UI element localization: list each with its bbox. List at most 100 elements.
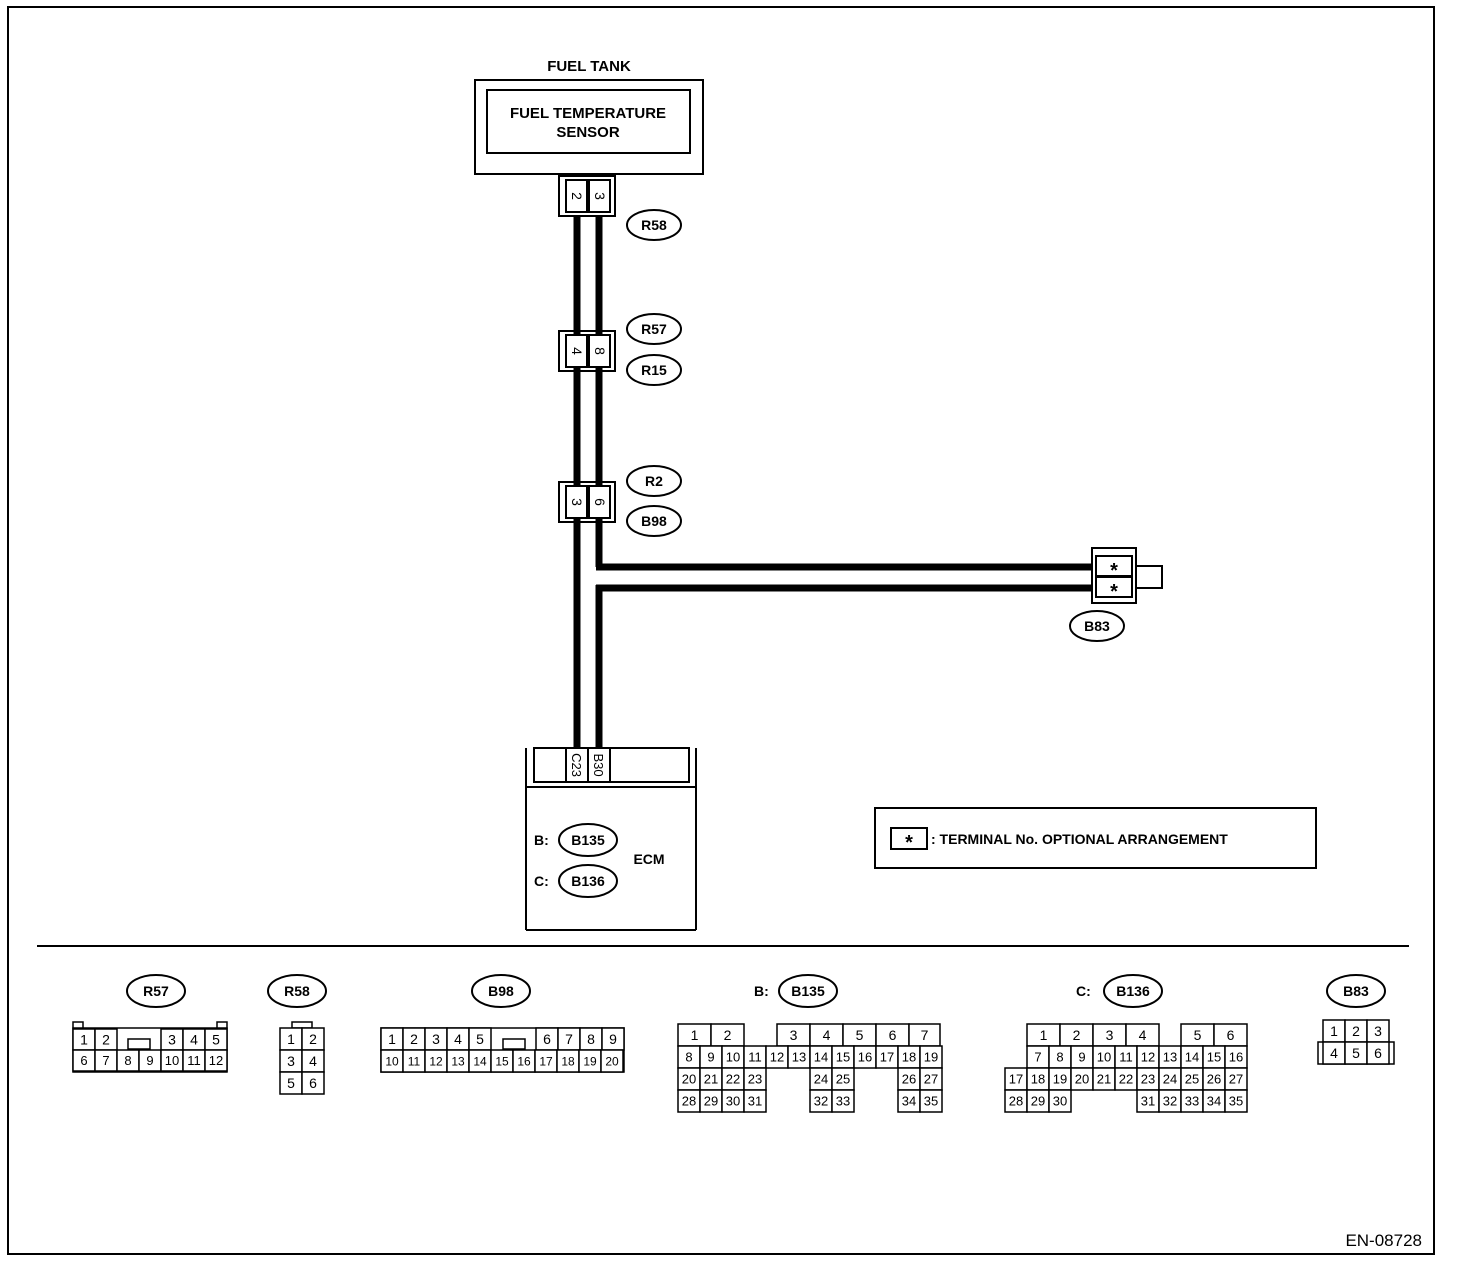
b98-cell [600, 1049, 624, 1073]
b136-view-prefix: C: [1076, 983, 1091, 999]
r2-tag [626, 465, 682, 497]
b136-pin-label: 31 [1141, 1094, 1155, 1109]
b83-view-title: B83 [1343, 983, 1369, 999]
b98-pin-label: 9 [609, 1031, 617, 1047]
b135-pin-label: 4 [823, 1027, 831, 1043]
b135-pin-label: 14 [814, 1050, 828, 1065]
connector-r2-b98: 3 6 [558, 481, 616, 523]
b135-pin-label: 13 [792, 1050, 806, 1065]
b135-pin-label: 15 [836, 1050, 850, 1065]
b136-pin-label: 29 [1031, 1094, 1045, 1109]
b135-view-title: B135 [791, 983, 825, 999]
connector-r57-r15: 4 8 [558, 330, 616, 372]
r2-tag-label: R2 [645, 473, 663, 489]
b83-pin-label: 6 [1374, 1045, 1382, 1061]
r57-pin-label: 5 [212, 1032, 220, 1048]
b83-pin-label: 1 [1330, 1023, 1338, 1039]
b98-key [502, 1038, 526, 1050]
b98-pin-label: 1 [388, 1031, 396, 1047]
ecm-block: C23 B30 [525, 747, 697, 931]
b98-pin-label: 13 [451, 1054, 465, 1068]
r58-pin-label: 4 [309, 1053, 317, 1069]
b135-cell [831, 1089, 855, 1113]
r57-view-title: R57 [143, 983, 169, 999]
b136-tag-label: B136 [571, 873, 605, 889]
connector-r58: 2 3 [558, 175, 616, 217]
b98-pin-label: 19 [583, 1054, 597, 1068]
r58-cell [301, 1071, 325, 1095]
b98-pin-label: 16 [517, 1054, 531, 1068]
r57-tag [626, 313, 682, 345]
r58-pin-3: 3 [592, 192, 608, 200]
b135-pin-label: 21 [704, 1072, 718, 1087]
r58-pin-2: 2 [569, 192, 585, 200]
b83-cell [1366, 1041, 1390, 1065]
b136-pin-label: 27 [1229, 1072, 1243, 1087]
b136-pin-label: 19 [1053, 1072, 1067, 1087]
b136-pin-label: 1 [1040, 1027, 1048, 1043]
b98-pin-label: 3 [432, 1031, 440, 1047]
b135-pin-label: 23 [748, 1072, 762, 1087]
r57-pin-label: 2 [102, 1032, 110, 1048]
b136-pin-label: 16 [1229, 1050, 1243, 1065]
b136-pin-label: 32 [1163, 1094, 1177, 1109]
r57-pin-label: 11 [187, 1053, 201, 1068]
b136-pin-label: 18 [1031, 1072, 1045, 1087]
r2-pin-3: 3 [569, 498, 585, 506]
b135-pin-label: 19 [924, 1050, 938, 1065]
b135-cell [743, 1089, 767, 1113]
b135-pin-label: 27 [924, 1072, 938, 1087]
b98-pin-label: 10 [385, 1054, 399, 1068]
b98-pin-label: 11 [408, 1054, 421, 1068]
b135-pin-label: 12 [770, 1050, 784, 1065]
r58-latch [291, 1021, 313, 1029]
b136-pin-label: 6 [1227, 1027, 1235, 1043]
r58-pin-label: 2 [309, 1031, 317, 1047]
sensor-label-line2: SENSOR [556, 124, 620, 141]
r57-pin-label: 12 [209, 1053, 223, 1068]
b135-tag-label: B135 [571, 832, 605, 848]
b135-pin-label: 29 [704, 1094, 718, 1109]
b83-pin-lower: * [1110, 581, 1118, 603]
r57-latch-right [216, 1021, 228, 1029]
b98-view-title: B98 [488, 983, 514, 999]
r57-pin-4: 4 [569, 347, 585, 355]
connector-b83: * * [1091, 547, 1163, 604]
b98-pin-label: 5 [476, 1031, 484, 1047]
b135-pin-label: 17 [880, 1050, 894, 1065]
r15-tag-label: R15 [641, 362, 667, 378]
b135-pin-label: 20 [682, 1072, 696, 1087]
b136-pin-label: 4 [1139, 1027, 1147, 1043]
b136-pin-label: 22 [1119, 1072, 1133, 1087]
ecm-c-prefix: C: [534, 873, 549, 889]
b98-pin-label: 7 [565, 1031, 573, 1047]
b136-cell [1224, 1089, 1248, 1113]
r58-tag [626, 209, 682, 241]
b98-tag [626, 505, 682, 537]
r15-tag [626, 354, 682, 386]
r2-pin-6: 6 [592, 498, 608, 506]
b135-pin-label: 31 [748, 1094, 762, 1109]
r57-key [127, 1038, 151, 1050]
r57-pin-label: 1 [80, 1032, 88, 1048]
b136-pin-label: 26 [1207, 1072, 1221, 1087]
b136-pin-label: 12 [1141, 1050, 1155, 1065]
b136-pin-label: 9 [1078, 1050, 1085, 1065]
ecm-label: ECM [633, 851, 664, 867]
b135-pin-label: 16 [858, 1050, 872, 1065]
b136-pin-label: 8 [1056, 1050, 1063, 1065]
r57-pin-label: 8 [124, 1053, 131, 1068]
b83-pin-label: 5 [1352, 1045, 1360, 1061]
b98-pin-label: 14 [473, 1054, 487, 1068]
b136-pin-label: 20 [1075, 1072, 1089, 1087]
legend-symbol: * [905, 832, 913, 854]
r57-pin-8: 8 [592, 347, 608, 355]
b135-view-tag [778, 974, 838, 1008]
b135-pin-label: 33 [836, 1094, 850, 1109]
legend: * : TERMINAL No. OPTIONAL ARRANGEMENT [874, 807, 1317, 869]
b98-pin-label: 20 [605, 1054, 619, 1068]
r57-pin-label: 4 [190, 1032, 198, 1048]
